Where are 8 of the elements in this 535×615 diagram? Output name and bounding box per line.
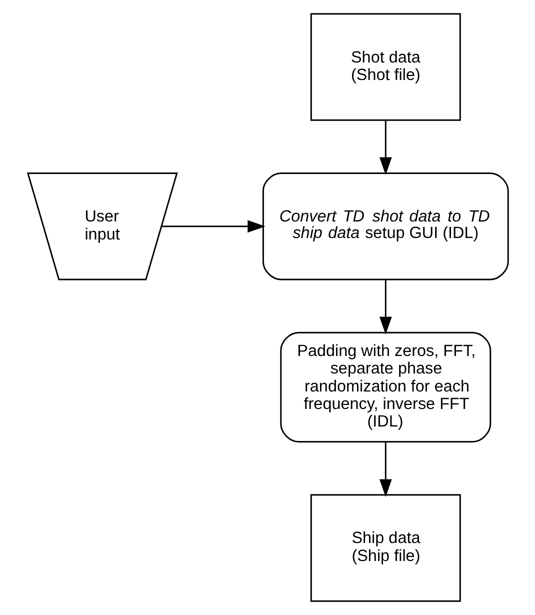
node-box: Ship data (Ship file) (310, 494, 460, 602)
arrow (378, 280, 392, 334)
node-box: Convert TD shot data to TD ship data setup GUI (IDL) (262, 172, 508, 280)
arrow (378, 120, 392, 175)
arrow (378, 442, 392, 497)
node-box: Padding with zeros, FFT, separate phase randomization for each frequency, inverse FFT (IDL) (280, 332, 491, 442)
arrow (161, 220, 265, 233)
node-box: Shot data (Shot file) (310, 13, 460, 121)
